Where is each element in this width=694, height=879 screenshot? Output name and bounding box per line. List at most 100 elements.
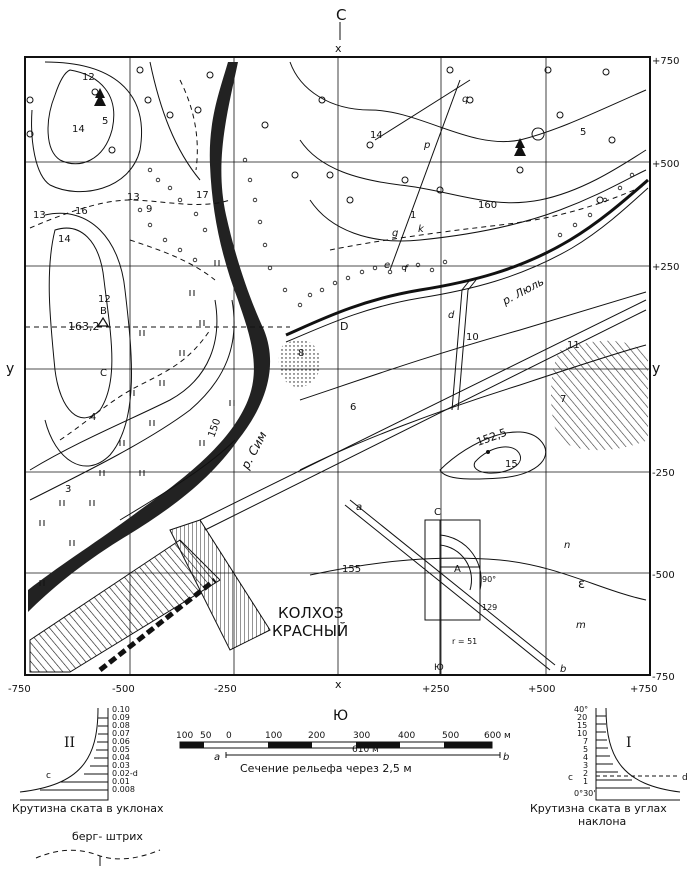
slope-right-caption-1: Крутизна ската в углах <box>530 802 667 815</box>
slope-right-value: 5 <box>583 745 588 754</box>
region-number: 11 <box>567 340 580 351</box>
protractor-90: 90° <box>482 575 496 584</box>
slope-right-marker: c <box>568 773 573 783</box>
triangulation-point <box>96 316 110 327</box>
slope-left-value: 0.09 <box>112 713 130 722</box>
slope-left-marker: c <box>46 771 51 781</box>
height-point <box>486 450 490 454</box>
region-number: 4 <box>90 412 96 423</box>
contour-label-155: 155 <box>342 564 361 575</box>
region-number: 16 <box>75 206 88 217</box>
slope-scale-right <box>595 707 681 801</box>
region-number: 1 <box>410 210 416 221</box>
point-letter: D <box>340 320 348 333</box>
north-label: С <box>336 6 346 24</box>
slope-right-value: 20 <box>577 713 587 722</box>
slope-right-marker-d: d <box>682 773 688 783</box>
scale-tick: 200 <box>308 731 325 741</box>
scale-tick: 400 <box>398 731 415 741</box>
slope-right-value: 2 <box>583 769 588 778</box>
region-number: 3 <box>65 484 71 495</box>
point-letter: n <box>564 540 570 551</box>
scale-right-letter: b <box>503 752 509 763</box>
slope-right-value: 3 <box>583 761 588 770</box>
tick-bottom-4: +500 <box>528 684 555 695</box>
tick-bottom-1: -500 <box>112 684 135 695</box>
region-number: 5 <box>580 127 586 138</box>
region-number: 13 <box>33 210 46 221</box>
tick-right-0: +750 <box>652 56 679 67</box>
region-number: 14 <box>370 130 383 141</box>
tick-right-1: +500 <box>652 159 679 170</box>
tree-symbols <box>94 88 545 156</box>
slope-right-roman: I <box>626 735 632 751</box>
tick-bottom-5: +750 <box>630 684 657 695</box>
region-number: 12 <box>98 294 111 305</box>
point-letter: f <box>404 264 409 275</box>
marsh-area <box>551 340 648 451</box>
slope-left-caption: Крутизна ската в уклонах <box>12 802 164 815</box>
height-point-label: 163,2 <box>68 320 100 333</box>
slope-right-value: 4 <box>583 753 588 762</box>
point-letter: A <box>454 564 461 575</box>
slope-right-value: 40° <box>574 705 588 714</box>
protractor-129: 129 <box>482 603 497 612</box>
slope-left-roman: II <box>64 735 75 751</box>
berg-symbol <box>35 849 161 860</box>
slope-left-value: 0.06 <box>112 737 130 746</box>
tick-bottom-3: +250 <box>422 684 449 695</box>
point-letter: b <box>560 664 566 675</box>
grid-lines <box>25 57 650 675</box>
region-number: 10 <box>466 332 479 343</box>
slope-left-value: 0.04 <box>112 753 130 762</box>
dashed-trails <box>25 79 647 441</box>
region-number: 15 <box>505 459 518 470</box>
point-letter: ε <box>578 577 585 592</box>
slope-left-value: 0.10 <box>112 705 130 714</box>
slope-left-value: 0.008 <box>112 785 135 794</box>
tick-right-6: -750 <box>652 672 675 683</box>
point-letter: g <box>392 228 398 239</box>
point-letter: p <box>423 140 430 151</box>
scale-tick: 300 <box>353 731 370 741</box>
slope-right-value: 7 <box>583 737 588 746</box>
slope-left-value: 0.03 <box>112 761 130 770</box>
axis-bottom-label: x <box>335 678 342 691</box>
slope-right-value: 15 <box>577 721 587 730</box>
scale-tick: 50 <box>200 731 212 741</box>
region-number: 6 <box>350 402 356 413</box>
south-label: Ю <box>333 708 348 724</box>
slope-right-caption-2: наклона <box>578 815 626 828</box>
region-number: 5 <box>102 116 108 127</box>
scale-tick: 100 <box>176 731 193 741</box>
tick-right-2: +250 <box>652 262 679 273</box>
slope-left-value: 0.07 <box>112 729 130 738</box>
kolkhoz-settlement <box>29 519 271 673</box>
contour-lines <box>29 61 647 601</box>
slope-left-value: 0.08 <box>112 721 130 730</box>
point-letter: e <box>384 260 390 271</box>
region-number: 7 <box>560 394 566 405</box>
point-letter: С <box>434 507 441 518</box>
kolkhoz-label-1: КОЛХОЗ <box>278 604 343 622</box>
slope-right-value: 0°30' <box>574 789 595 798</box>
meadow-symbols <box>39 260 235 586</box>
scale-caption: Сечение рельефа через 2,5 м <box>240 762 412 775</box>
scale-tick: 0 <box>226 731 232 741</box>
bank-dots <box>137 157 635 308</box>
point-letter: C <box>100 368 107 379</box>
east-label: у <box>652 361 660 377</box>
point-letter: m <box>576 620 586 631</box>
point-letter: B <box>100 306 107 317</box>
slope-left-value: 0.02-d <box>112 769 138 778</box>
kolkhoz-label-2: КРАСНЫЙ <box>272 621 348 640</box>
slope-left-value: 0.05 <box>112 745 130 754</box>
slope-scale-left <box>19 707 109 801</box>
protractor-r: r = 51 <box>452 637 477 646</box>
region-number: 14 <box>58 234 71 245</box>
region-number: 17 <box>196 190 209 201</box>
point-letter: k <box>418 224 425 235</box>
region-number: 9 <box>146 204 152 215</box>
point-letter: q <box>462 94 468 105</box>
